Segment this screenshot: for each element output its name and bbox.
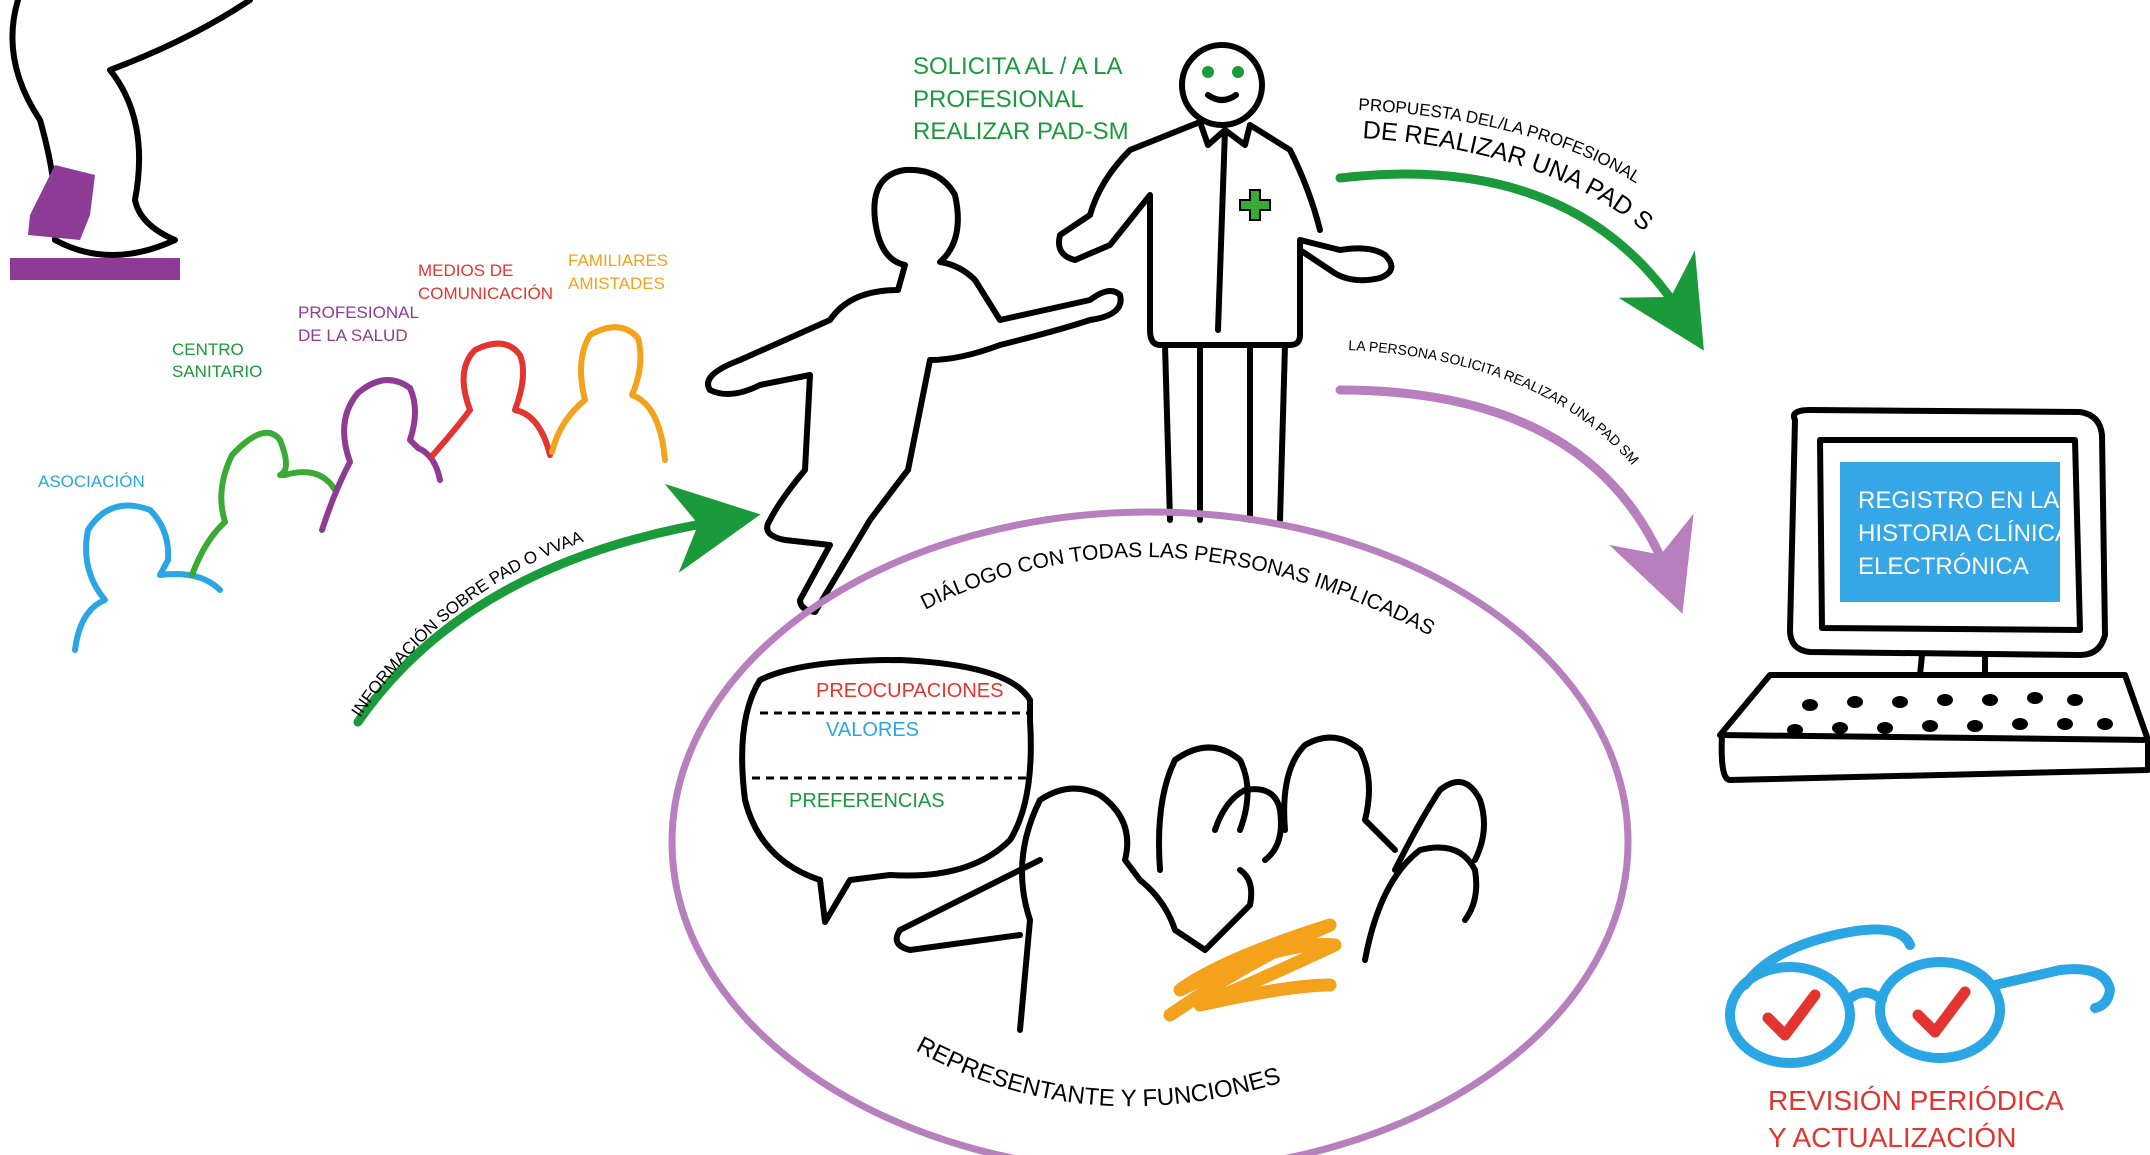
- check-left-icon: [1762, 989, 1821, 1041]
- glasses-icon: [1725, 924, 2116, 1068]
- label-asociacion: ASOCIACIÓN: [38, 472, 145, 491]
- group-icon: [893, 734, 1487, 1033]
- keyboard-keys: [1787, 692, 2113, 736]
- representante-label: REPRESENTANTE Y FUNCIONES: [912, 1032, 1283, 1113]
- computer-icon: [1717, 407, 2150, 783]
- label-familiares-1: FAMILIARES: [568, 251, 668, 270]
- bubble-preocupaciones: PREOCUPACIONES: [816, 680, 1003, 702]
- bubble-preferencias: PREFERENCIAS: [789, 790, 945, 812]
- request-line-3: REALIZAR PAD-SM: [913, 118, 1129, 145]
- screen-line-2: HISTORIA CLÍNICA: [1858, 520, 2071, 547]
- dialogue-ellipse: [668, 508, 1632, 1155]
- label-profesional-2: DE LA SALUD: [298, 326, 408, 345]
- person-outline-medios: [429, 340, 553, 459]
- person-outline-centro: [189, 429, 338, 578]
- arrow-propuesta: [1335, 169, 1704, 351]
- label-centro-2: SANITARIO: [172, 362, 262, 381]
- screen-line-3: ELECTRÓNICA: [1858, 553, 2029, 580]
- arrow-solicita: [1335, 385, 1694, 614]
- doctor-icon: [1056, 42, 1395, 523]
- screen-line-1: REGISTRO EN LA: [1858, 487, 2059, 514]
- label-profesional-1: PROFESIONAL: [298, 303, 419, 322]
- request-line-1: SOLICITA AL / A LA: [913, 53, 1122, 80]
- person-outline-profesional: [319, 377, 443, 533]
- label-solicita: LA PERSONA SOLICITA REALIZAR UNA PAD SM: [1348, 337, 1642, 468]
- review-line-2: Y ACTUALIZACIÓN: [1768, 1122, 2016, 1153]
- check-right-icon: [1912, 986, 1971, 1038]
- label-medios-2: COMUNICACIÓN: [418, 284, 553, 303]
- label-familiares-2: AMISTADES: [568, 274, 665, 293]
- patient-figure-icon: [705, 166, 1124, 615]
- label-informacion: INFORMACIÓN SOBRE PAD O VVAA: [348, 527, 586, 720]
- bubble-valores: VALORES: [826, 719, 919, 741]
- label-medios-1: MEDIOS DE: [418, 261, 513, 280]
- review-line-1: REVISIÓN PERIÓDICA: [1768, 1085, 2064, 1116]
- scribble-decoration: [1163, 918, 1342, 1022]
- person-outline-asociacion: [72, 502, 223, 653]
- arrow-informacion: [353, 483, 761, 727]
- partial-figure-icon: [9, 0, 253, 280]
- label-centro-1: CENTRO: [172, 340, 244, 359]
- dialogue-title: DIÁLOGO CON TODAS LAS PERSONAS IMPLICADA…: [917, 539, 1438, 640]
- person-outline-familiares: [549, 324, 668, 463]
- label-propuesta-2: DE REALIZAR UNA PAD SM: [0, 0, 1658, 237]
- request-line-2: PROFESIONAL: [913, 86, 1084, 113]
- speech-bubble-icon: [739, 657, 1034, 925]
- information-sources: [72, 324, 668, 653]
